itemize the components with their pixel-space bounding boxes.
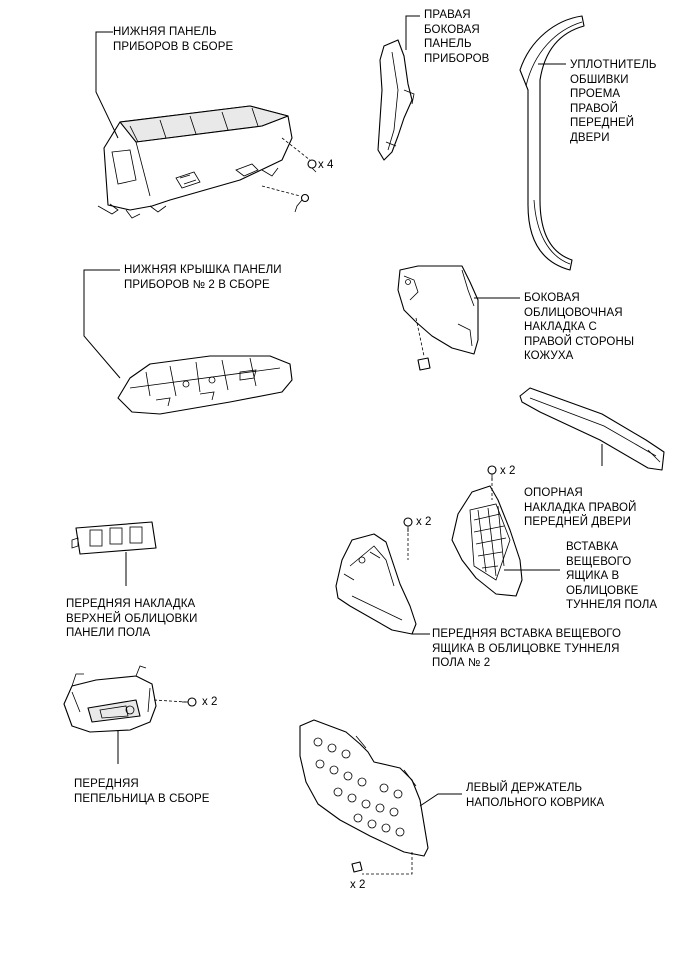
console-box-insert-illustration	[451, 485, 523, 597]
lower-cover-no2-illustration	[117, 355, 293, 415]
weatherstrip-illustration	[519, 15, 585, 271]
label-front-ashtray: ПЕРЕДНЯЯ ПЕПЕЛЬНИЦА В СБОРЕ	[74, 778, 210, 805]
label-front-console-insert-no2: ПЕРЕДНЯЯ ВСТАВКА ВЕЩЕВОГО ЯЩИКА В ОБЛИЦО…	[432, 628, 621, 669]
carpet-holder-illustration	[299, 719, 429, 857]
qty-insert-clips: x 2	[416, 516, 432, 528]
screw-icon	[294, 193, 310, 213]
qty-panel-screws: x 4	[318, 159, 334, 171]
door-scuff-plate-illustration	[519, 387, 665, 471]
screw-icon	[487, 465, 497, 480]
clip-icon	[417, 357, 431, 371]
label-door-scuff-plate: ОПОРНАЯ НАКЛАДКА ПРАВОЙ ПЕРЕДНЕЙ ДВЕРИ	[524, 487, 637, 528]
front-console-insert-no2-illustration	[335, 533, 417, 635]
label-weatherstrip: УПЛОТНИТЕЛЬ ОБШИВКИ ПРОЕМА ПРАВОЙ ПЕРЕДН…	[570, 59, 657, 144]
label-console-box-insert: ВСТАВКА ВЕЩЕВОГО ЯЩИКА В ОБЛИЦОВКЕ ТУННЕ…	[566, 541, 658, 611]
clip-icon	[351, 861, 363, 873]
label-cowl-side-trim: БОКОВАЯ ОБЛИЦОВОЧНАЯ НАКЛАДКА С ПРАВОЙ С…	[524, 292, 635, 362]
label-right-side-panel: ПРАВАЯ БОКОВАЯ ПАНЕЛЬ ПРИБОРОВ	[424, 9, 490, 65]
screw-icon	[403, 517, 413, 532]
console-garnish-illustration	[71, 521, 157, 555]
under-cover-assembly-illustration	[97, 105, 293, 219]
qty-ashtray-screws: x 2	[202, 696, 218, 708]
qty-holder-clips: x 2	[350, 879, 366, 891]
screw-icon	[307, 159, 317, 173]
right-side-panel-illustration	[377, 39, 415, 161]
label-under-cover: НИЖНЯЯ ПАНЕЛЬ ПРИБОРОВ В СБОРЕ	[113, 26, 234, 53]
qty-scuff-screws: x 2	[500, 465, 516, 477]
screw-icon	[182, 697, 197, 707]
label-console-garnish: ПЕРЕДНЯЯ НАКЛАДКА ВЕРХНЕЙ ОБЛИЦОВКИ ПАНЕ…	[66, 598, 198, 639]
cowl-side-trim-illustration	[397, 265, 479, 355]
label-lower-cover-no2: НИЖНЯЯ КРЫШКА ПАНЕЛИ ПРИБОРОВ № 2 В СБОР…	[124, 264, 282, 291]
label-carpet-holder: ЛЕВЫЙ ДЕРЖАТЕЛЬ НАПОЛЬНОГО КОВРИКА	[466, 782, 605, 809]
ashtray-illustration	[63, 665, 157, 733]
